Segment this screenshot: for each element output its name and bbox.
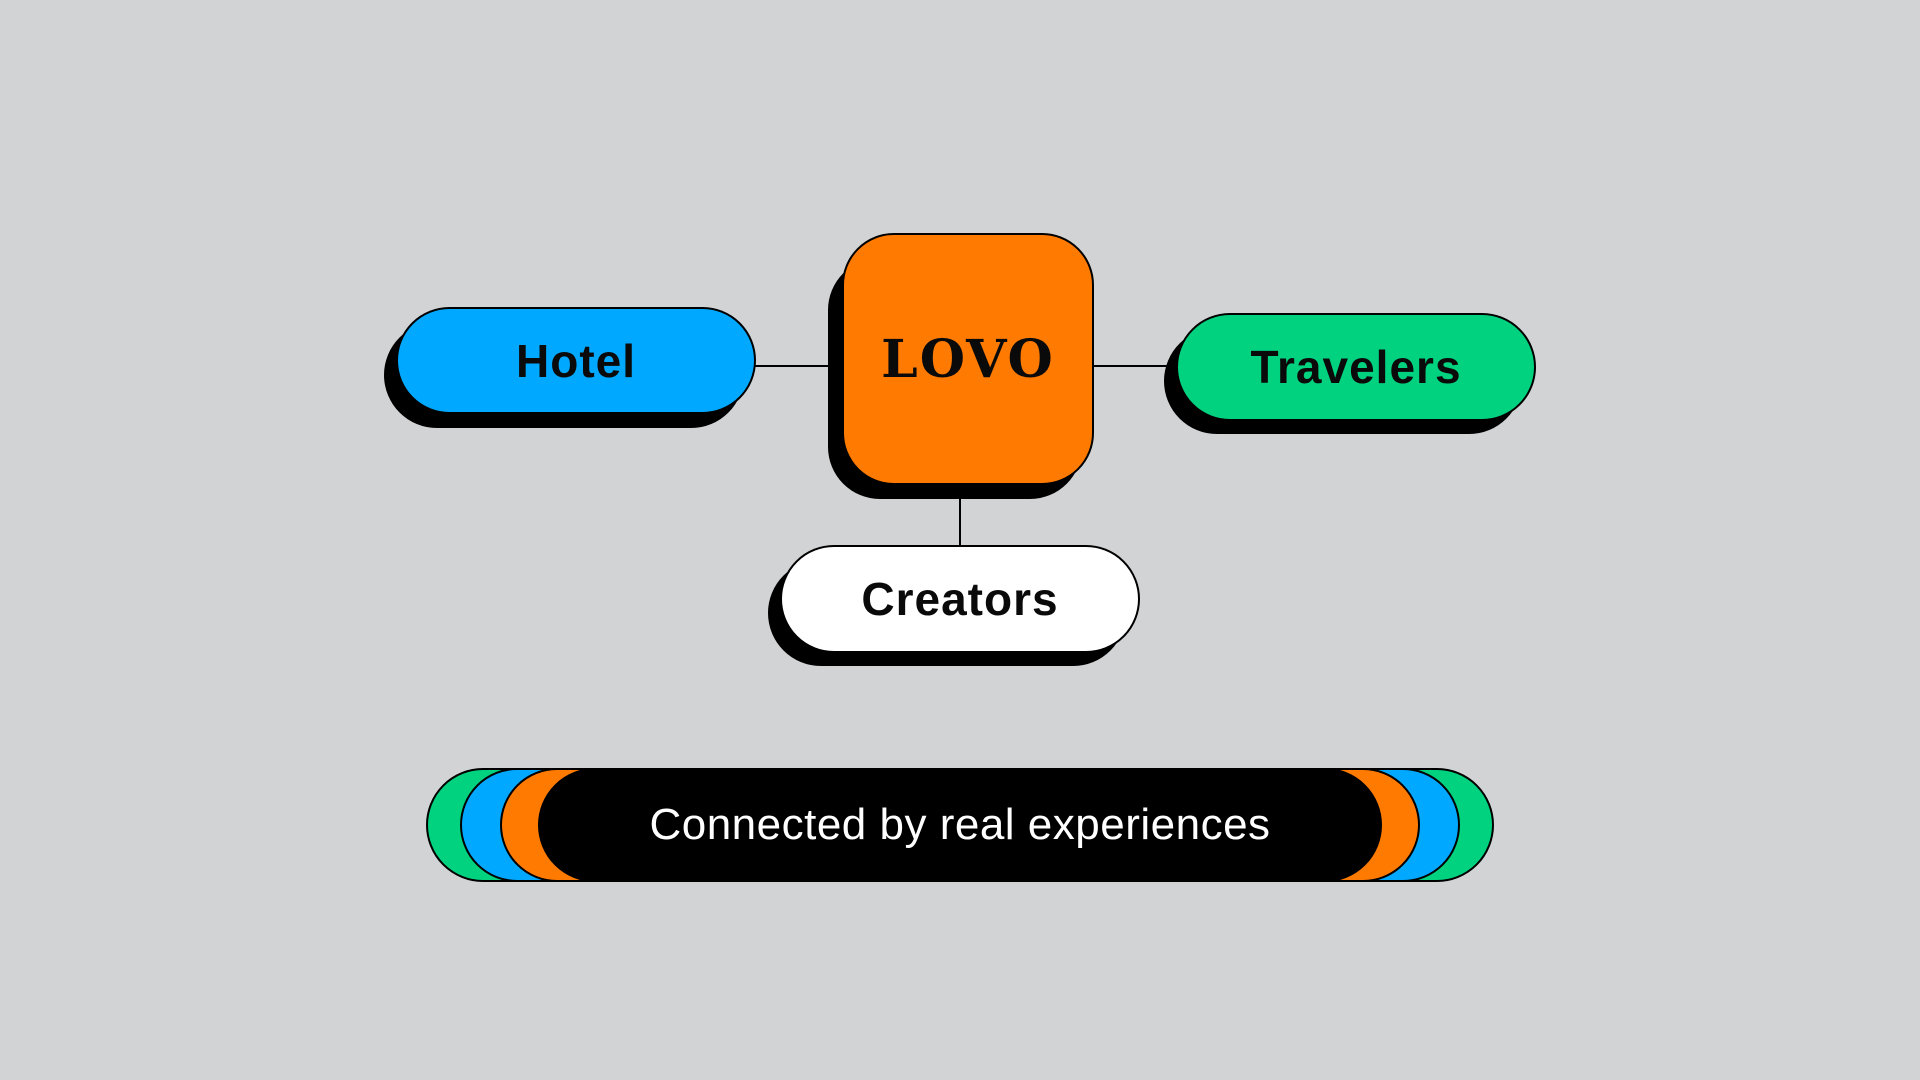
connector-hub-travelers [1092,365,1170,367]
connector-hub-creators [959,496,961,548]
travelers-label: Travelers [1250,341,1462,393]
banner-layer-black [538,768,1382,882]
connector-hotel-hub [754,365,832,367]
lovo-hub: LOVO [842,233,1094,485]
hotel-label: Hotel [516,334,636,387]
creators-node: Creators [780,545,1140,653]
banner-tagline: Connected by real experiences [649,800,1271,849]
travelers-node: Travelers [1176,313,1536,421]
lovo-logo: LOVO [881,328,1055,390]
creators-label: Creators [861,573,1059,625]
hotel-node: Hotel [396,307,756,414]
